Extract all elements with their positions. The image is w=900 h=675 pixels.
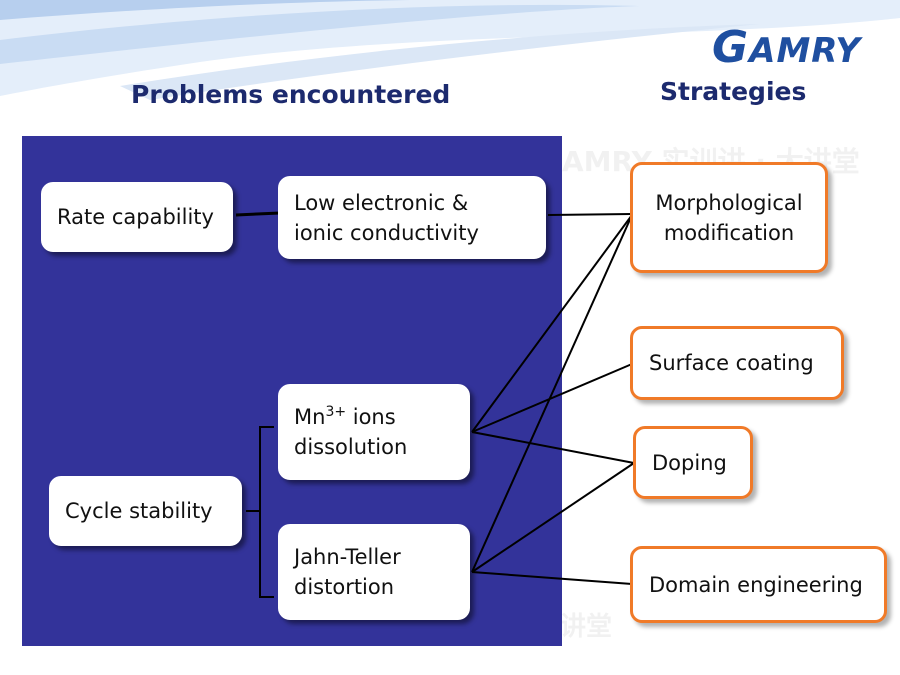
logo-rest: AMRY (749, 31, 861, 71)
mn-ions: ions (346, 405, 396, 429)
link-mn-morphological (471, 214, 633, 433)
doping-label: Doping (652, 450, 727, 475)
morphological-modification-label: Morphological modification (655, 190, 803, 245)
surface-coating-box: Surface coating (630, 326, 844, 400)
morphological-modification-box: Morphological modification (630, 162, 828, 273)
header-swoosh (0, 0, 900, 100)
doping-box: Doping (633, 426, 753, 499)
link-jt-doping (471, 462, 635, 573)
logo-first-letter: G (712, 22, 750, 73)
cycle-stability-box: Cycle stability (49, 476, 242, 546)
watermark-bottom: 讲堂 (560, 612, 613, 642)
rate-capability-box: Rate capability (41, 182, 233, 252)
cycle-stability-bracket (246, 426, 274, 598)
mn-dissolution-line2: dissolution (294, 435, 408, 459)
surface-coating-label: Surface coating (649, 351, 814, 375)
jahn-teller-label: Jahn-Teller distortion (294, 545, 401, 599)
mn-symbol: Mn (294, 405, 326, 429)
link-mn-doping (471, 431, 635, 464)
problems-heading: Problems encountered (131, 80, 451, 109)
link-mn-surface (471, 363, 633, 433)
low-conductivity-box: Low electronic & ionic conductivity (278, 176, 546, 259)
gamry-logo: GAMRY (712, 22, 861, 73)
domain-engineering-label: Domain engineering (649, 572, 863, 597)
link-jt-domain (471, 571, 633, 585)
jahn-teller-box: Jahn-Teller distortion (278, 524, 470, 620)
low-conductivity-label: Low electronic & ionic conductivity (294, 190, 479, 245)
link-conductivity-morphological (547, 213, 633, 216)
link-rate-conductivity (235, 211, 281, 217)
mn-charge: 3+ (325, 404, 347, 420)
domain-engineering-box: Domain engineering (630, 546, 887, 623)
mn-dissolution-box: Mn3+ ions dissolution (278, 384, 470, 480)
link-jt-morphological (471, 214, 633, 573)
strategies-heading: Strategies (660, 77, 807, 106)
cycle-stability-label: Cycle stability (65, 499, 213, 523)
rate-capability-label: Rate capability (57, 205, 214, 229)
mn-dissolution-label: Mn3+ ions dissolution (294, 402, 407, 462)
